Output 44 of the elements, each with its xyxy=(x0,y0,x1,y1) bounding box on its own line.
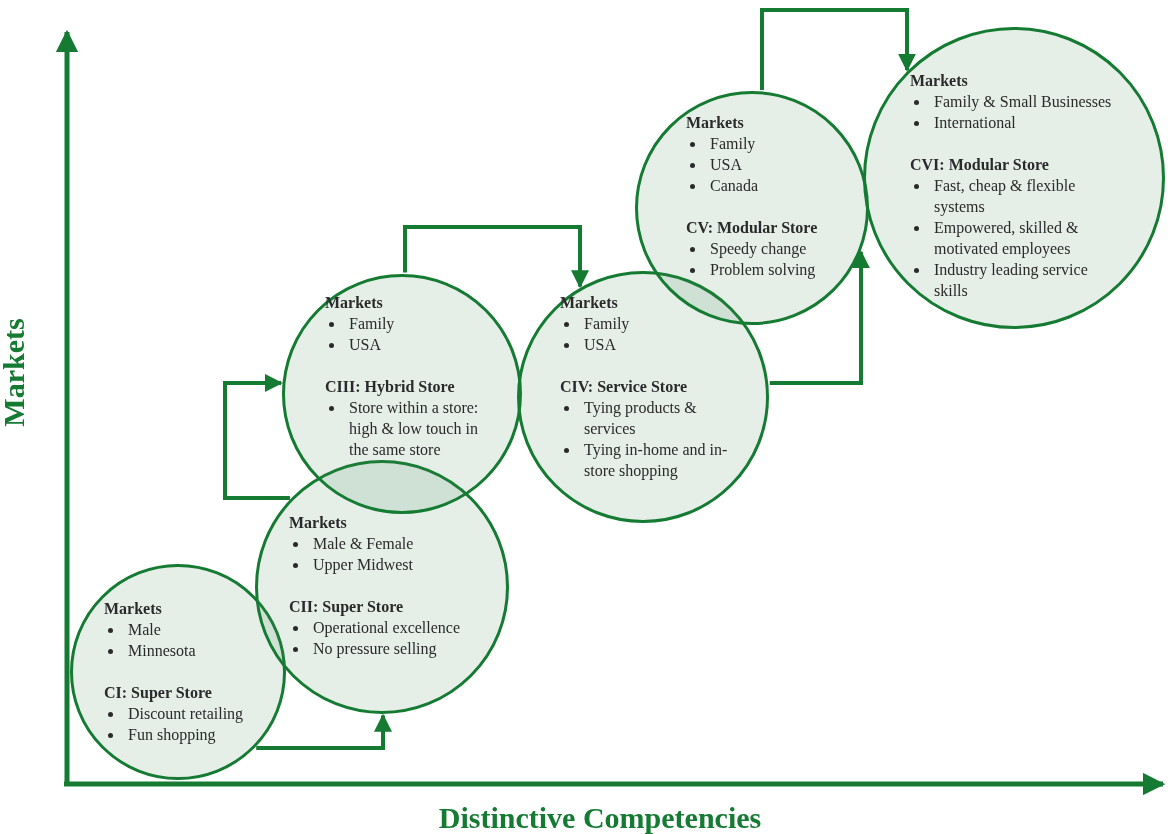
bullet-text: Tying products & services xyxy=(584,398,698,439)
bullet-text: Upper Midwest xyxy=(313,555,413,575)
heading: CIII: Hybrid Store xyxy=(325,377,455,397)
bullet-text: Male & Female xyxy=(313,534,414,554)
heading: Markets xyxy=(686,113,744,133)
heading: Markets xyxy=(104,599,162,619)
bullet-text: Family xyxy=(710,134,756,154)
axis-title: Markets xyxy=(0,317,31,429)
bullet-text: No pressure selling xyxy=(313,639,437,659)
bullet-text: Family xyxy=(584,314,630,334)
arrow xyxy=(256,713,392,750)
arrow xyxy=(223,374,290,500)
bullet-text: Male xyxy=(128,620,161,640)
heading: CII: Super Store xyxy=(289,597,404,617)
bullet-text: Fun shopping xyxy=(128,725,216,745)
bullet-text: Discount retailing xyxy=(128,704,244,724)
bullet-text: Speedy change xyxy=(710,239,807,259)
bullet-text: Family & Small Businesses xyxy=(934,92,1112,112)
heading: CIV: Service Store xyxy=(560,377,688,397)
bullet-text: Problem solving xyxy=(710,260,816,280)
bullet-text: Store within a store: high & low touch in the same store xyxy=(349,398,480,460)
arrow xyxy=(769,250,870,385)
arrow xyxy=(760,8,916,90)
bullet-text: Empowered, skilled & motivated employees xyxy=(934,218,1080,259)
bullet-text: USA xyxy=(710,155,742,175)
heading: Markets xyxy=(289,513,347,533)
bullet-text: Minnesota xyxy=(128,641,196,661)
bullet-text: Family xyxy=(349,314,395,334)
heading: CVI: Modular Store xyxy=(910,155,1049,175)
bullet-text: Tying in-home and in-store shopping xyxy=(584,440,728,481)
heading: CI: Super Store xyxy=(104,683,212,703)
heading: Markets xyxy=(910,71,968,91)
bullet-text: USA xyxy=(584,335,616,355)
heading: Markets xyxy=(560,293,618,313)
bullet-text: USA xyxy=(349,335,381,355)
bullet-text: International xyxy=(934,113,1016,133)
bullet-text: Industry leading service skills xyxy=(934,260,1089,301)
axis-title: Distinctive Competencies xyxy=(437,800,763,834)
heading: Markets xyxy=(325,293,383,313)
heading: CV: Modular Store xyxy=(686,218,818,238)
bullet-text: Canada xyxy=(710,176,758,196)
bullet-text: Fast, cheap & flexible systems xyxy=(934,176,1077,217)
arrow xyxy=(403,225,589,289)
bullet-text: Operational excellence xyxy=(313,618,461,638)
